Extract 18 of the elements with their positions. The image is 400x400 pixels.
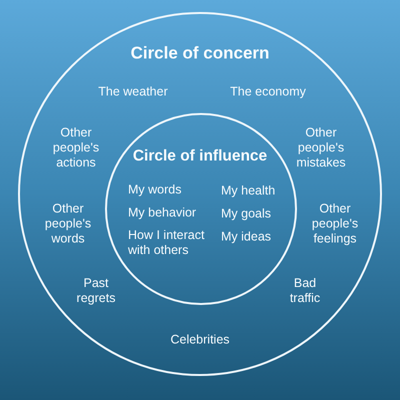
circle-heading: Circle of influence [132, 148, 268, 164]
item-label: Bad traffic [290, 276, 320, 306]
item-label: Other people's actions [52, 126, 100, 170]
item-label: Other people's feelings [312, 202, 358, 246]
item-label: My behavior [128, 206, 196, 220]
outer-circle [18, 12, 382, 376]
item-label: The weather [98, 84, 168, 100]
item-label: How I interact with others [128, 228, 206, 258]
circle-heading: Circle of concern [130, 46, 270, 60]
item-label: Celebrities [170, 332, 230, 348]
item-label: My words [128, 182, 182, 198]
item-label: My goals [221, 206, 272, 222]
item-label: My health [221, 184, 276, 198]
item-label: Past regrets [76, 276, 116, 306]
item-label: Other people's words [44, 202, 92, 246]
item-label: My ideas [221, 230, 272, 244]
item-label: The economy [230, 84, 306, 100]
item-label: Other people's mistakes [296, 126, 346, 170]
